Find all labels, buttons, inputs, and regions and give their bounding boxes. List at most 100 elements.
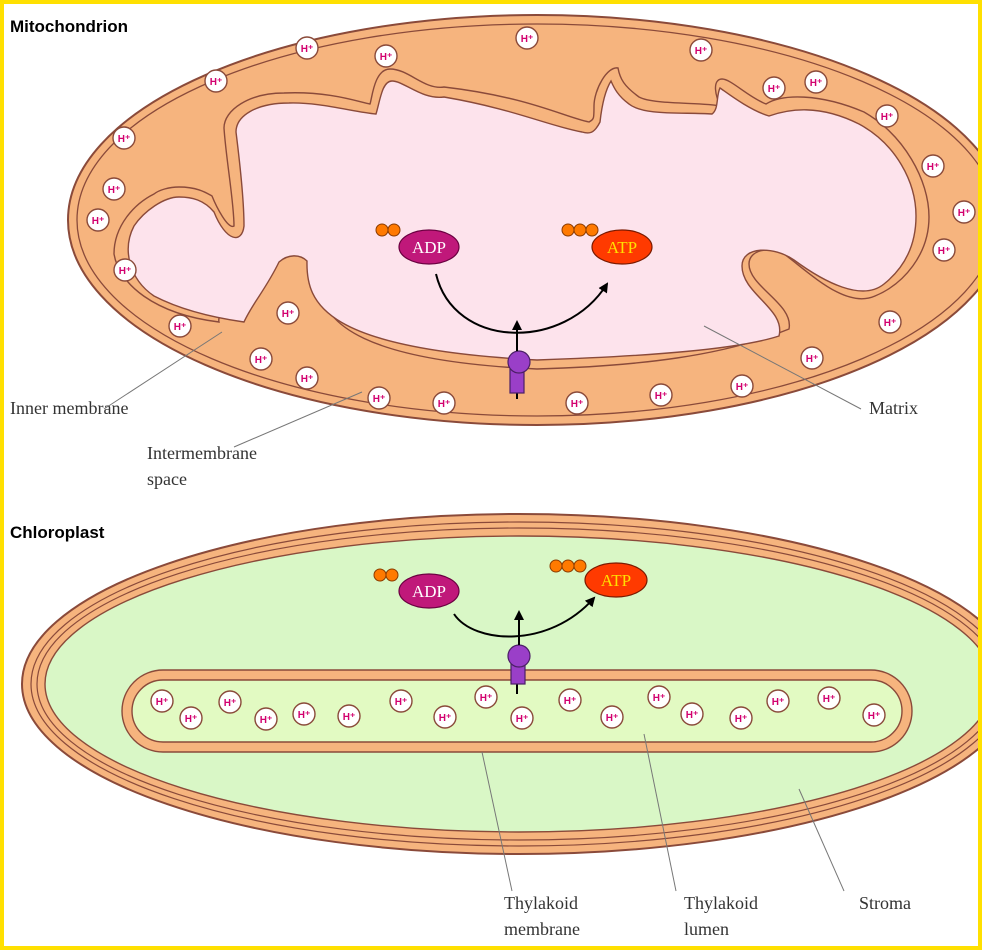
- proton-ion: H⁺: [205, 70, 227, 92]
- proton-ion: H⁺: [293, 703, 315, 725]
- mitochondrion: ADP ATP H⁺ H⁺ H⁺ H⁺ H⁺ H⁺ H⁺ H⁺ H⁺ H⁺ H⁺…: [68, 15, 978, 447]
- chloroplast: ADP ATP H⁺ H⁺ H⁺ H⁺ H⁺ H⁺ H⁺ H⁺ H⁺ H⁺ H⁺…: [22, 514, 978, 891]
- svg-text:H⁺: H⁺: [521, 34, 534, 45]
- svg-text:H⁺: H⁺: [810, 78, 823, 89]
- svg-text:H⁺: H⁺: [185, 714, 198, 725]
- svg-text:H⁺: H⁺: [686, 710, 699, 721]
- proton-ion: H⁺: [863, 704, 885, 726]
- svg-text:H⁺: H⁺: [255, 355, 268, 366]
- proton-ion: H⁺: [801, 347, 823, 369]
- thylakoid-membrane-label-2: membrane: [504, 919, 580, 939]
- proton-ion: H⁺: [434, 706, 456, 728]
- svg-text:H⁺: H⁺: [373, 394, 386, 405]
- svg-text:H⁺: H⁺: [480, 693, 493, 704]
- svg-text:H⁺: H⁺: [806, 354, 819, 365]
- intermembrane-space-label-2: space: [147, 469, 187, 489]
- svg-text:H⁺: H⁺: [884, 318, 897, 329]
- proton-ion: H⁺: [475, 686, 497, 708]
- svg-text:H⁺: H⁺: [927, 162, 940, 173]
- proton-ion: H⁺: [566, 392, 588, 414]
- svg-text:H⁺: H⁺: [881, 112, 894, 123]
- svg-text:H⁺: H⁺: [156, 697, 169, 708]
- proton-ion: H⁺: [368, 387, 390, 409]
- svg-text:H⁺: H⁺: [564, 696, 577, 707]
- adp-label-mitochondrion: ADP: [412, 238, 446, 257]
- proton-ion: H⁺: [255, 708, 277, 730]
- proton-ion: H⁺: [151, 690, 173, 712]
- proton-ion: H⁺: [113, 127, 135, 149]
- svg-text:H⁺: H⁺: [571, 399, 584, 410]
- proton-ion: H⁺: [681, 703, 703, 725]
- adp-label-chloroplast: ADP: [412, 582, 446, 601]
- svg-text:H⁺: H⁺: [301, 44, 314, 55]
- proton-ion: H⁺: [296, 367, 318, 389]
- proton-ion: H⁺: [511, 707, 533, 729]
- proton-ion: H⁺: [277, 302, 299, 324]
- svg-text:H⁺: H⁺: [380, 52, 393, 63]
- svg-text:H⁺: H⁺: [260, 715, 273, 726]
- proton-ion: H⁺: [953, 201, 975, 223]
- intermembrane-space-label: Intermembrane: [147, 443, 257, 463]
- svg-text:H⁺: H⁺: [108, 185, 121, 196]
- proton-ion: H⁺: [169, 315, 191, 337]
- proton-ion: H⁺: [180, 707, 202, 729]
- proton-ion: H⁺: [433, 392, 455, 414]
- svg-text:H⁺: H⁺: [395, 697, 408, 708]
- svg-text:H⁺: H⁺: [174, 322, 187, 333]
- svg-text:H⁺: H⁺: [282, 309, 295, 320]
- proton-ion: H⁺: [338, 705, 360, 727]
- svg-text:H⁺: H⁺: [224, 698, 237, 709]
- svg-text:H⁺: H⁺: [768, 84, 781, 95]
- proton-ion: H⁺: [876, 105, 898, 127]
- proton-ion: H⁺: [114, 259, 136, 281]
- atp-label-chloroplast: ATP: [601, 571, 631, 590]
- stroma-label: Stroma: [859, 893, 911, 913]
- thylakoid-membrane-label: Thylakoid: [504, 893, 578, 913]
- svg-text:H⁺: H⁺: [655, 391, 668, 402]
- svg-text:H⁺: H⁺: [958, 208, 971, 219]
- proton-ion: H⁺: [559, 689, 581, 711]
- proton-ion: H⁺: [805, 71, 827, 93]
- atp-label-mitochondrion: ATP: [607, 238, 637, 257]
- svg-text:H⁺: H⁺: [439, 713, 452, 724]
- intermembrane-space-leader: [234, 392, 362, 447]
- svg-text:H⁺: H⁺: [301, 374, 314, 385]
- svg-text:H⁺: H⁺: [438, 399, 451, 410]
- svg-text:H⁺: H⁺: [119, 266, 132, 277]
- proton-ion: H⁺: [922, 155, 944, 177]
- thylakoid-lumen-label: Thylakoid: [684, 893, 758, 913]
- thylakoid-lumen-label-2: lumen: [684, 919, 729, 939]
- proton-ion: H⁺: [818, 687, 840, 709]
- svg-text:H⁺: H⁺: [516, 714, 529, 725]
- matrix-label: Matrix: [869, 398, 918, 418]
- svg-text:H⁺: H⁺: [298, 710, 311, 721]
- svg-text:H⁺: H⁺: [735, 714, 748, 725]
- proton-ion: H⁺: [390, 690, 412, 712]
- proton-ion: H⁺: [933, 239, 955, 261]
- proton-ion: H⁺: [730, 707, 752, 729]
- organelle-diagram: Mitochondrion ADP ATP: [4, 4, 978, 946]
- mitochondrion-title: Mitochondrion: [10, 17, 128, 36]
- chloroplast-title: Chloroplast: [10, 523, 105, 542]
- svg-text:H⁺: H⁺: [343, 712, 356, 723]
- proton-ion: H⁺: [219, 691, 241, 713]
- proton-ion: H⁺: [731, 375, 753, 397]
- svg-text:H⁺: H⁺: [823, 694, 836, 705]
- svg-text:H⁺: H⁺: [938, 246, 951, 257]
- svg-text:H⁺: H⁺: [868, 711, 881, 722]
- svg-text:H⁺: H⁺: [210, 77, 223, 88]
- proton-ion: H⁺: [375, 45, 397, 67]
- proton-ion: H⁺: [690, 39, 712, 61]
- proton-ion: H⁺: [250, 348, 272, 370]
- svg-text:H⁺: H⁺: [653, 693, 666, 704]
- svg-text:H⁺: H⁺: [118, 134, 131, 145]
- proton-ion: H⁺: [650, 384, 672, 406]
- svg-text:H⁺: H⁺: [772, 697, 785, 708]
- proton-ion: H⁺: [516, 27, 538, 49]
- svg-text:H⁺: H⁺: [606, 713, 619, 724]
- proton-ion: H⁺: [296, 37, 318, 59]
- proton-ion: H⁺: [87, 209, 109, 231]
- svg-text:H⁺: H⁺: [736, 382, 749, 393]
- proton-ion: H⁺: [879, 311, 901, 333]
